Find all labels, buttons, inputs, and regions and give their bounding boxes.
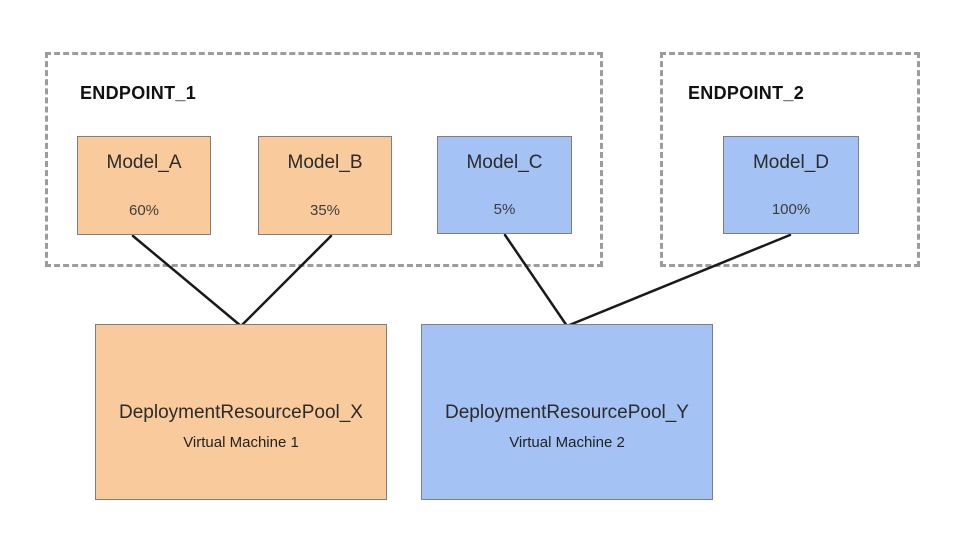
model-c-name: Model_C <box>466 152 543 173</box>
model-a-box: Model_A 60% <box>77 136 211 235</box>
pool-x-name: DeploymentResourcePool_X <box>119 402 363 423</box>
pool-x-machine: Virtual Machine 1 <box>183 434 299 451</box>
model-d-name: Model_D <box>752 152 830 173</box>
model-c-traffic-percent: 5% <box>493 201 516 218</box>
pool-y-box: DeploymentResourcePool_Y Virtual Machine… <box>421 324 713 500</box>
model-a-name: Model_A <box>106 152 182 173</box>
pool-y-machine: Virtual Machine 2 <box>509 434 625 451</box>
model-d-box: Model_D 100% <box>723 136 859 234</box>
model-c-box: Model_C 5% <box>437 136 572 234</box>
model-a-traffic-percent: 60% <box>128 202 160 219</box>
endpoint-2-label: ENDPOINT_2 <box>688 83 805 103</box>
endpoint-1-label: ENDPOINT_1 <box>80 83 197 103</box>
model-b-name: Model_B <box>287 152 363 173</box>
model-b-traffic-percent: 35% <box>309 202 341 219</box>
pool-x-box: DeploymentResourcePool_X Virtual Machine… <box>95 324 387 500</box>
pool-y-name: DeploymentResourcePool_Y <box>445 402 689 423</box>
model-b-box: Model_B 35% <box>258 136 392 235</box>
model-d-traffic-percent: 100% <box>771 201 811 218</box>
